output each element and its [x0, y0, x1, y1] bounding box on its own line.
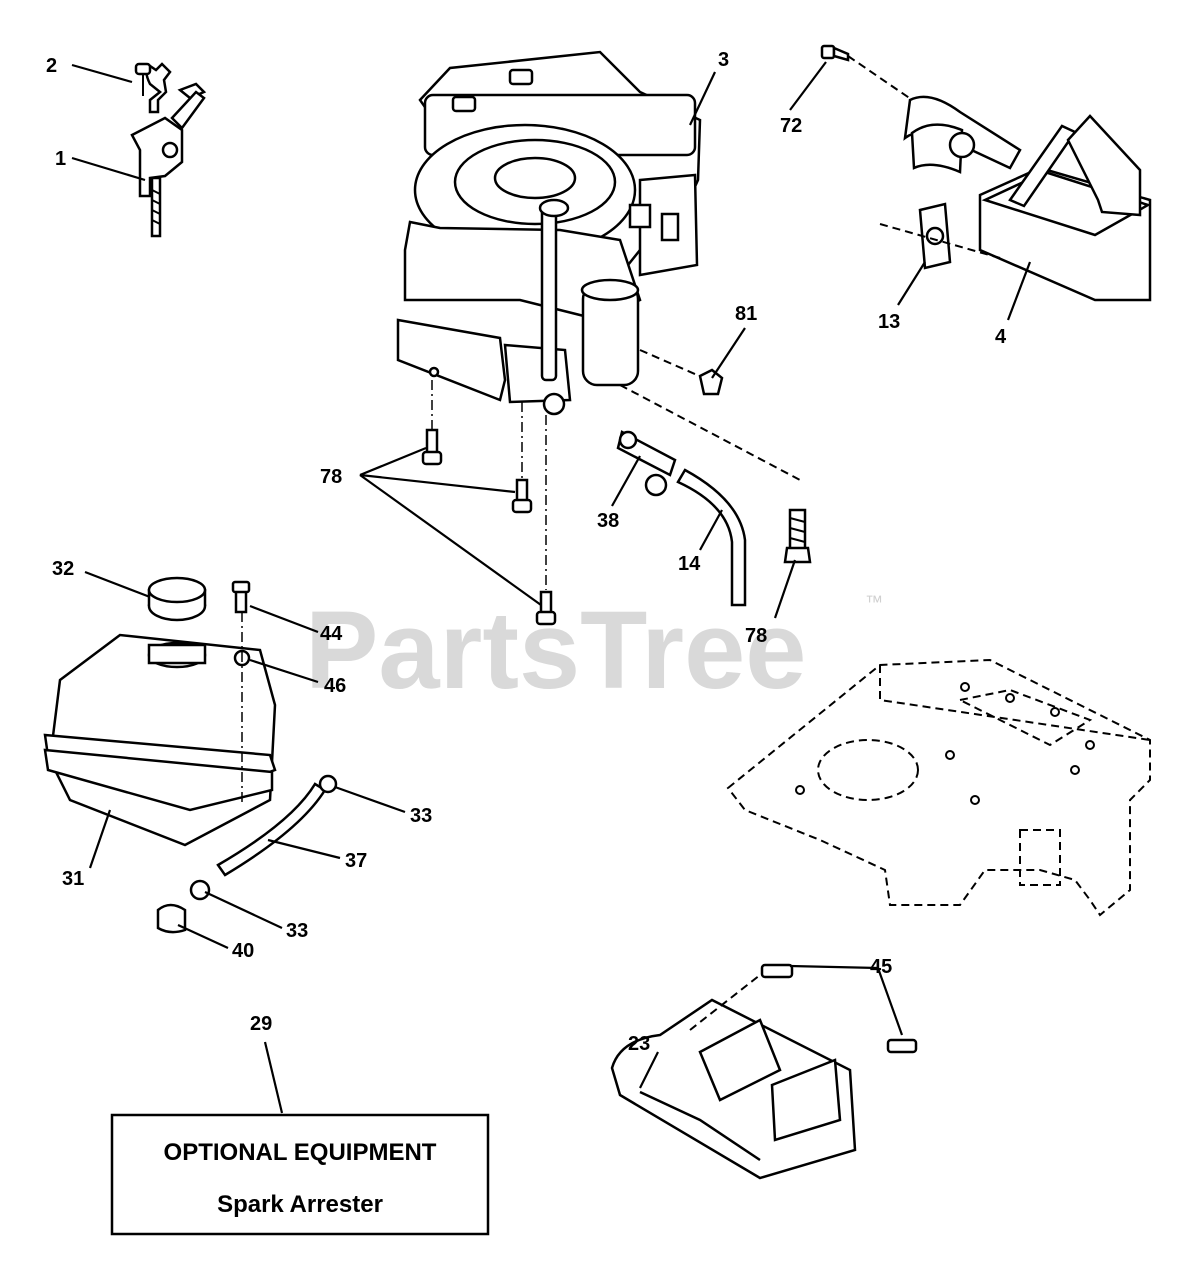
leader-lines	[71, 61, 1032, 1114]
callout-29: 29	[250, 1013, 272, 1035]
callout-45: 45	[870, 956, 892, 978]
callout-32: 32	[52, 558, 74, 580]
callout-13: 13	[878, 311, 900, 333]
callout-14: 14	[678, 553, 701, 575]
callout-31: 31	[62, 868, 84, 890]
callout-37: 37	[345, 850, 367, 872]
watermark-trademark: ™	[865, 592, 883, 612]
mounting-bolts	[421, 380, 557, 626]
callout-78-a: 78	[320, 466, 342, 488]
chassis-frame	[726, 658, 1151, 917]
optional-equipment-subtitle: Spark Arrester	[217, 1191, 383, 1218]
callout-46: 46	[324, 675, 346, 697]
callout-2: 2	[46, 55, 57, 77]
callout-78-b: 78	[745, 625, 767, 647]
callout-72: 72	[780, 115, 802, 137]
callout-1: 1	[55, 148, 66, 170]
callout-4: 4	[995, 326, 1007, 348]
callout-33-b: 33	[286, 920, 308, 942]
fuel-tank-assembly	[43, 576, 338, 934]
callout-81: 81	[735, 303, 757, 325]
callout-23: 23	[628, 1033, 650, 1055]
optional-equipment-box	[110, 1113, 490, 1236]
callout-38: 38	[597, 510, 619, 532]
callout-40: 40	[232, 940, 254, 962]
optional-equipment-title: OPTIONAL EQUIPMENT	[164, 1139, 437, 1166]
watermark: PartsTree	[305, 589, 806, 712]
callout-44: 44	[320, 623, 343, 645]
oil-drain-assembly	[616, 349, 812, 607]
skid-plate-assembly	[610, 963, 918, 1180]
muffler-assembly	[820, 44, 1152, 302]
callout-3: 3	[718, 49, 729, 71]
engine-assembly	[396, 50, 702, 416]
callout-33-a: 33	[410, 805, 432, 827]
throttle-control-assembly	[130, 62, 207, 238]
